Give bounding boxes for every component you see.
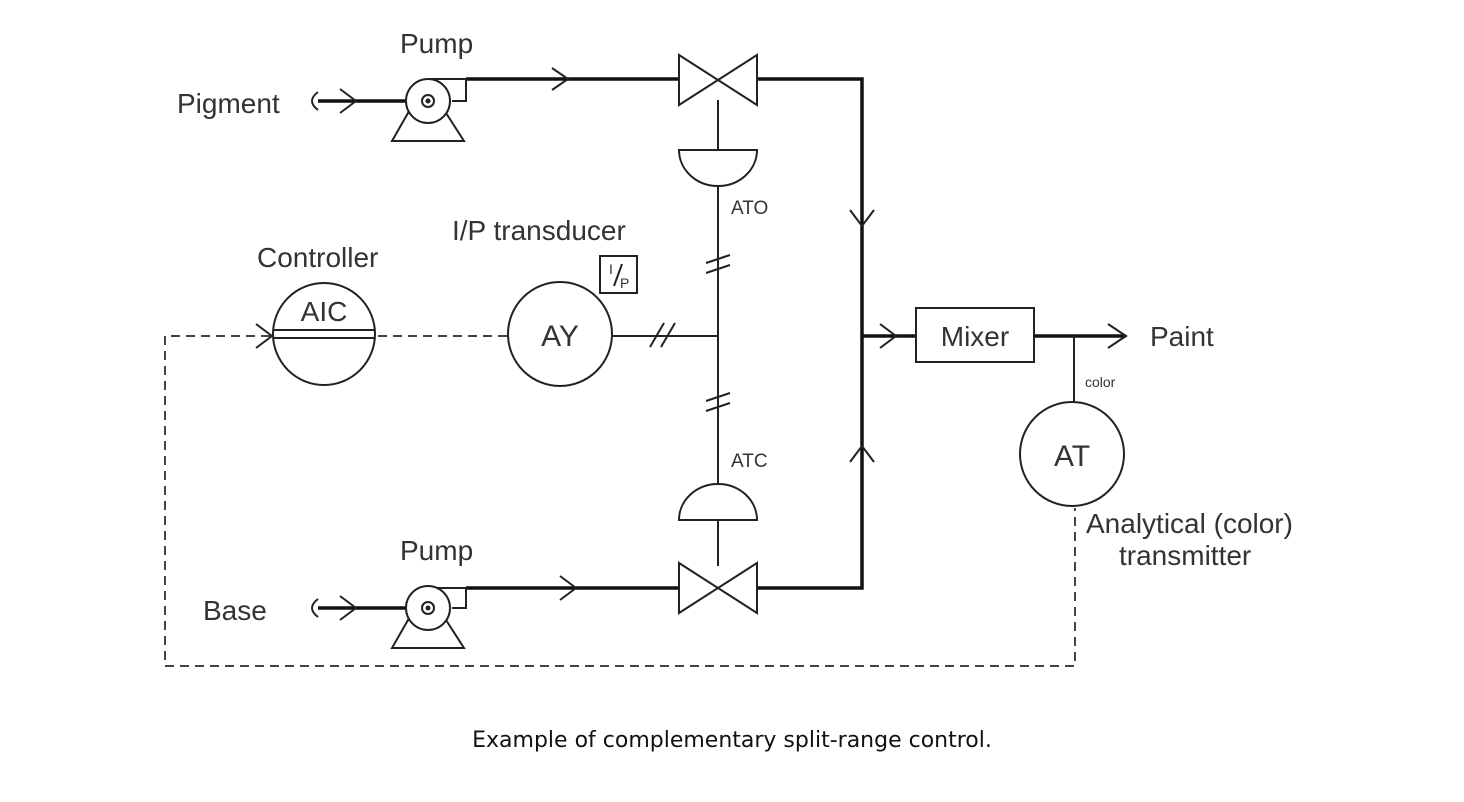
top-valve-action: ATO: [731, 198, 768, 219]
flow-arrow: [1107, 323, 1128, 349]
process-pipes: [311, 67, 1128, 621]
flow-arrow: [339, 88, 358, 114]
analyzer-tag: AT: [1054, 440, 1090, 473]
transducer-ay: [507, 255, 638, 387]
ip-symbol-top: I: [609, 261, 613, 277]
transducer-tag: AY: [541, 320, 579, 353]
mixer-box: [915, 307, 1035, 363]
controller-title: Controller: [257, 242, 378, 273]
pigment-pump: [390, 78, 467, 142]
controller-aic: [272, 282, 376, 386]
pneumatic-hash: [649, 322, 665, 348]
flow-arrow: [551, 67, 570, 91]
base-pump-label: Pump: [400, 535, 473, 566]
analyzer-title-line1: Analytical (color): [1086, 508, 1293, 539]
top-control-valve: [677, 53, 759, 187]
pigment-label: Pigment: [177, 88, 280, 119]
analyzer-at: [1019, 401, 1125, 507]
paint-label: Paint: [1150, 321, 1214, 352]
pigment-pump-label: Pump: [400, 28, 473, 59]
signal-arrow: [255, 323, 274, 349]
bottom-valve-actuator: [677, 483, 759, 521]
top-valve-actuator: [677, 149, 759, 187]
controller-tag: AIC: [301, 296, 348, 327]
base-pump: [390, 585, 467, 649]
figure-caption: Example of complementary split-range con…: [472, 728, 992, 753]
base-label: Base: [203, 595, 267, 626]
mixer-label: Mixer: [941, 321, 1009, 352]
signal-lines: [164, 323, 1076, 667]
flow-arrow: [849, 444, 875, 463]
flow-arrow: [339, 595, 358, 621]
flow-arrow: [559, 575, 578, 601]
ip-symbol-bottom: P: [620, 275, 629, 291]
feedback-signal-line: [164, 335, 1076, 667]
flow-arrow: [879, 323, 898, 349]
transducer-title: I/P transducer: [452, 215, 626, 246]
bottom-control-valve: [677, 483, 759, 615]
analyzer-signal-label: color: [1085, 374, 1116, 390]
analyzer-title-line2: transmitter: [1119, 540, 1251, 571]
header-pipe: [756, 77, 864, 590]
flow-arrow: [849, 209, 875, 228]
bottom-valve-action: ATC: [731, 451, 768, 472]
